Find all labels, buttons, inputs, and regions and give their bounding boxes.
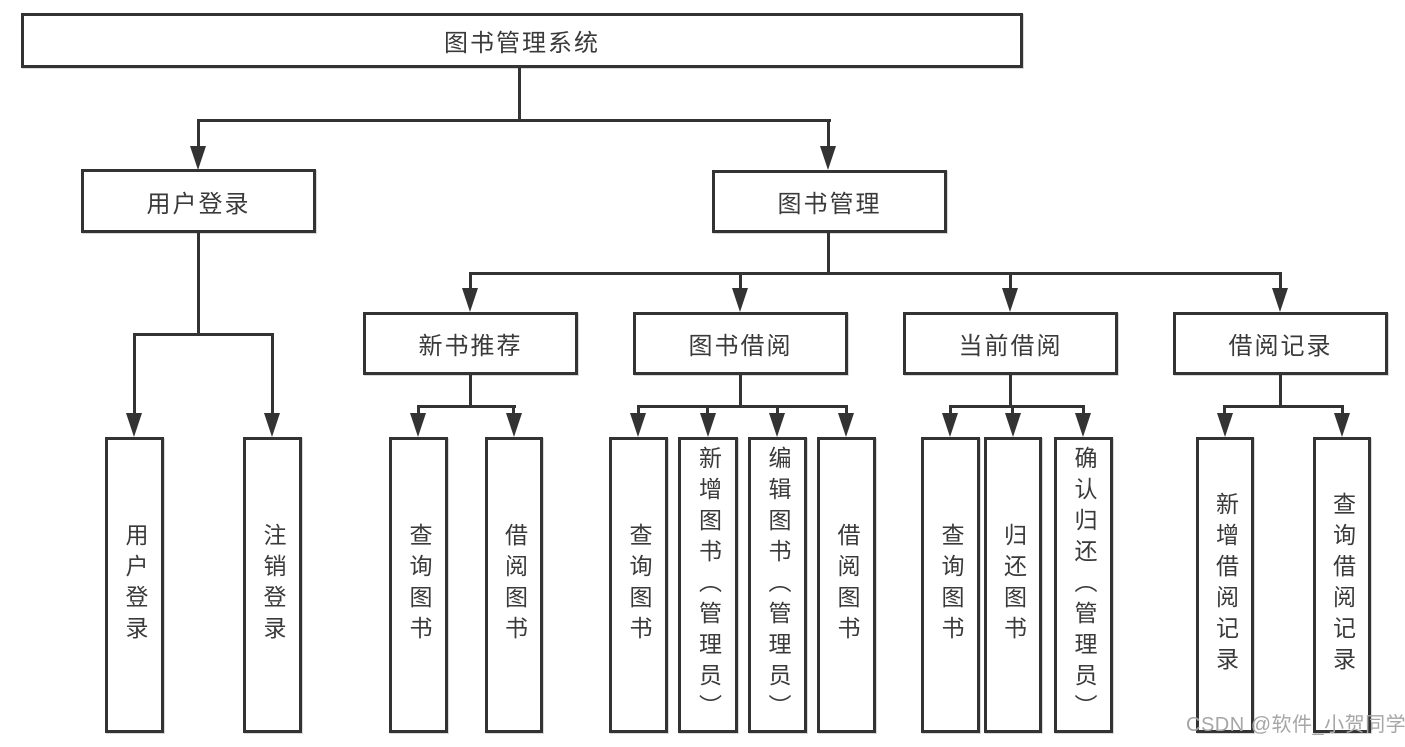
node-leaf-user-login-label: 用户登录 (122, 523, 148, 647)
arrow-down-icon (1272, 288, 1288, 312)
node-user-login-label: 用户登录 (146, 190, 251, 218)
connector-current-stub-2 (1011, 405, 1014, 413)
connector-l2-crossbar (197, 119, 831, 122)
node-leaf-add-books-admin: 新增图书（管理员） (678, 437, 738, 733)
csdn-watermark: CSDN @软件_小贺同学 (1186, 714, 1405, 736)
connector-recommend-crossbar (417, 405, 516, 408)
connector-l3-stub-4 (1279, 272, 1282, 288)
node-new-book-recommend-label: 新书推荐 (418, 333, 523, 360)
connector-recommend-stem (469, 375, 472, 405)
connector-borrow-stem (739, 375, 742, 405)
arrow-down-icon (410, 413, 426, 437)
connector-records-crossbar (1223, 405, 1343, 408)
connector-records-stub-2 (1341, 405, 1344, 413)
node-leaf-user-login: 用户登录 (105, 437, 164, 733)
connector-borrow-stub-2 (706, 405, 709, 413)
connector-records-stem (1279, 375, 1282, 405)
node-leaf-logout-label: 注销登录 (260, 523, 286, 647)
arrow-down-icon (700, 413, 716, 437)
connector-l2-stub-login (197, 119, 200, 146)
arrow-down-icon (506, 413, 522, 437)
node-current-borrow: 当前借阅 (903, 312, 1118, 375)
node-leaf-return-books-label: 归还图书 (1000, 523, 1027, 647)
connector-borrow-crossbar (637, 405, 848, 408)
arrow-down-icon (732, 288, 748, 312)
node-root-label: 图书管理系统 (444, 30, 600, 57)
node-borrow-records-label: 借阅记录 (1228, 333, 1333, 360)
node-leaf-add-borrow-record: 新增借阅记录 (1196, 437, 1254, 733)
node-leaf-recommend-query-books-label: 查询图书 (406, 523, 432, 647)
connector-login-crossbar (133, 333, 274, 336)
arrow-down-icon (1334, 413, 1350, 437)
connector-root-stem (518, 68, 521, 121)
arrow-down-icon (838, 413, 854, 437)
node-current-borrow-label: 当前借阅 (958, 333, 1063, 360)
arrow-down-icon (126, 413, 142, 437)
node-leaf-add-borrow-record-label: 新增借阅记录 (1212, 492, 1239, 678)
node-leaf-query-borrow-record-label: 查询借阅记录 (1329, 492, 1356, 678)
node-leaf-confirm-return-admin-label: 确认归还（管理员） (1071, 445, 1097, 725)
node-book-management-label: 图书管理 (777, 191, 882, 218)
node-leaf-recommend-borrow-books: 借阅图书 (485, 437, 543, 733)
node-book-borrow: 图书借阅 (633, 312, 848, 375)
connector-current-stub-1 (949, 405, 952, 413)
connector-l3-crossbar (469, 272, 1282, 275)
connector-l2-stub-mgmt (827, 119, 830, 146)
connector-login-stub-2 (271, 333, 274, 413)
node-leaf-recommend-query-books: 查询图书 (389, 437, 448, 733)
arrow-down-icon (820, 146, 836, 170)
node-leaf-confirm-return-admin: 确认归还（管理员） (1054, 437, 1113, 733)
node-user-login: 用户登录 (81, 169, 316, 233)
node-leaf-return-books: 归还图书 (984, 437, 1042, 733)
node-leaf-borrow-query-books: 查询图书 (609, 437, 668, 733)
connector-recommend-stub-2 (512, 405, 515, 413)
connector-l3-stub-1 (469, 272, 472, 288)
connector-borrow-stub-1 (637, 405, 640, 413)
arrow-down-icon (264, 413, 280, 437)
node-leaf-borrow-query-books-label: 查询图书 (626, 523, 652, 647)
arrow-down-icon (190, 146, 206, 170)
node-leaf-query-borrow-record: 查询借阅记录 (1313, 437, 1371, 733)
node-book-management: 图书管理 (712, 170, 947, 233)
node-leaf-edit-books-admin-label: 编辑图书（管理员） (765, 445, 791, 725)
connector-current-stem (1009, 375, 1012, 405)
connector-recommend-stub-1 (417, 405, 420, 413)
node-leaf-current-query-books-label: 查询图书 (938, 523, 964, 647)
connector-mgmt-stem (827, 233, 830, 272)
node-leaf-logout: 注销登录 (243, 437, 302, 733)
connector-current-stub-3 (1082, 405, 1085, 413)
node-new-book-recommend: 新书推荐 (363, 312, 578, 375)
arrow-down-icon (1005, 413, 1021, 437)
connector-l3-stub-3 (1009, 272, 1012, 288)
node-leaf-edit-books-admin: 编辑图书（管理员） (748, 437, 807, 733)
connector-login-stem (197, 233, 200, 333)
connector-login-stub-1 (133, 333, 136, 413)
connector-borrow-stub-3 (776, 405, 779, 413)
arrow-down-icon (942, 413, 958, 437)
arrow-down-icon (1075, 413, 1091, 437)
node-leaf-borrow-books-label: 借阅图书 (834, 523, 860, 647)
node-leaf-recommend-borrow-books-label: 借阅图书 (501, 523, 528, 647)
arrow-down-icon (1002, 288, 1018, 312)
node-book-borrow-label: 图书借阅 (688, 333, 793, 360)
node-borrow-records: 借阅记录 (1173, 312, 1388, 375)
connector-records-stub-1 (1223, 405, 1226, 413)
node-leaf-borrow-books: 借阅图书 (817, 437, 876, 733)
node-leaf-current-query-books: 查询图书 (921, 437, 980, 733)
node-leaf-add-books-admin-label: 新增图书（管理员） (695, 445, 722, 725)
node-root: 图书管理系统 (21, 13, 1023, 68)
connector-l3-stub-2 (739, 272, 742, 288)
arrow-down-icon (462, 288, 478, 312)
arrow-down-icon (769, 413, 785, 437)
connector-current-crossbar (949, 405, 1085, 408)
arrow-down-icon (630, 413, 646, 437)
connector-borrow-stub-4 (845, 405, 848, 413)
arrow-down-icon (1217, 413, 1233, 437)
